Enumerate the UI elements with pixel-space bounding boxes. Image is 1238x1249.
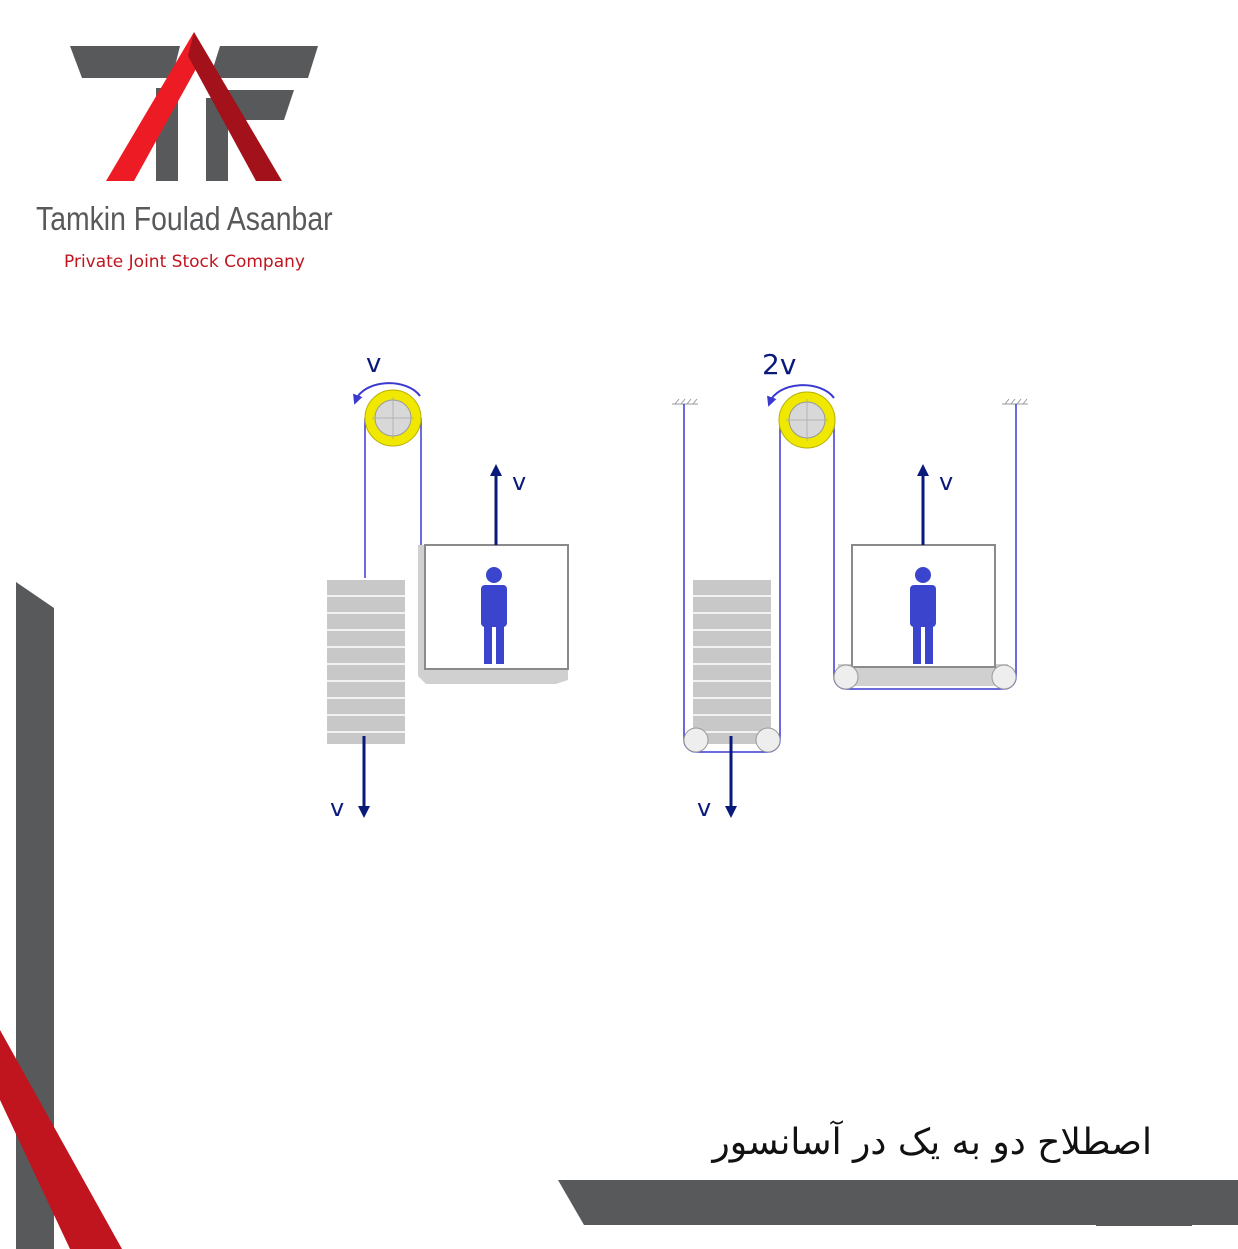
- right-cw-pulley-left: [683, 727, 709, 753]
- left-person-icon: [481, 567, 507, 664]
- right-hitch-right: [1002, 398, 1028, 405]
- company-subtitle: Private Joint Stock Company: [64, 252, 305, 272]
- right-car-pulley-left: [833, 664, 859, 690]
- left-car: [418, 544, 569, 684]
- right-cw-pulley-right: [755, 727, 781, 753]
- left-cw-speed-label: v: [330, 794, 344, 822]
- right-car-speed-label: v: [939, 468, 953, 496]
- right-hitch-left: [672, 398, 698, 405]
- right-person-icon: [910, 567, 936, 664]
- logo-red-triangle-right: [188, 32, 282, 181]
- logo-red-triangle-left: [106, 32, 202, 181]
- left-counterweight: [327, 580, 405, 744]
- right-counterweight: [693, 580, 771, 744]
- logo-bar-left: [70, 46, 180, 78]
- left-car-speed-label: v: [512, 468, 526, 496]
- right-rotation-arrow: [767, 384, 835, 407]
- right-car: [838, 544, 1008, 686]
- right-cw-speed-label: v: [697, 794, 711, 822]
- logo-bar-right: [210, 46, 318, 78]
- right-sheave-speed-label: 2v: [762, 348, 796, 381]
- right-car-pulley-right: [991, 664, 1017, 690]
- left-system-1to1: v v: [327, 349, 569, 822]
- caption-title: اصطلاح دو به یک در آسانسور: [712, 1122, 1152, 1163]
- right-system-2to1: 2v v: [672, 348, 1028, 822]
- company-name: Tamkin Foulad Asanbar: [36, 200, 333, 237]
- company-logo: [70, 32, 318, 181]
- left-sheave-speed-label: v: [366, 349, 381, 379]
- left-rotation-arrow: [353, 382, 421, 405]
